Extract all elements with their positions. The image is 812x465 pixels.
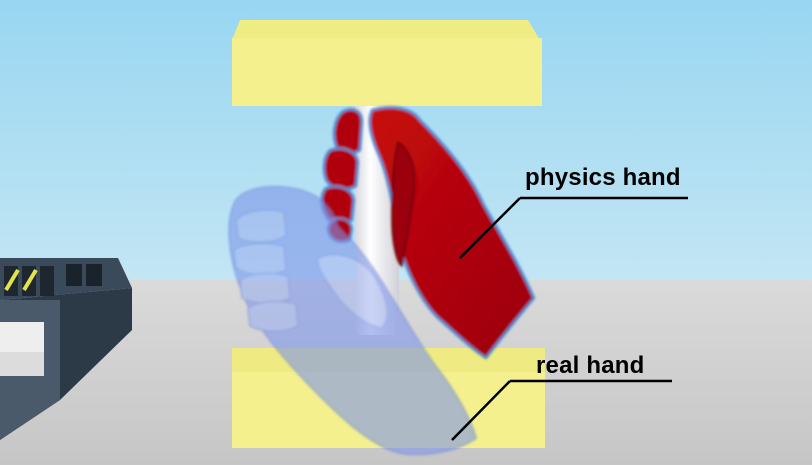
vr-controller-device <box>0 258 132 440</box>
physics-hand-pointer <box>459 196 688 259</box>
upper-yellow-block <box>232 20 542 106</box>
real-hand-label: real hand <box>536 352 645 379</box>
real-hand-pointer <box>451 379 672 441</box>
physics-hand-label: physics hand <box>525 164 681 191</box>
real-hand <box>228 185 478 456</box>
